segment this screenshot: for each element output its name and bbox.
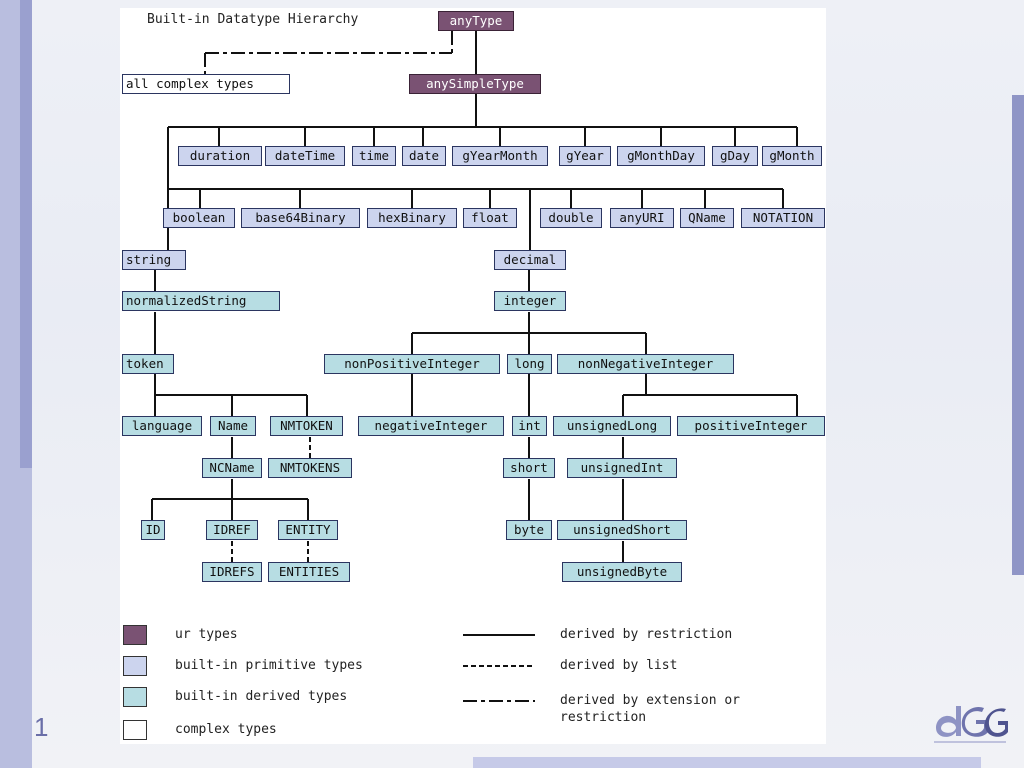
node-anySimpleType: anySimpleType: [409, 74, 541, 94]
node-duration: duration: [178, 146, 262, 166]
node-language: language: [122, 416, 202, 436]
node-short: short: [503, 458, 555, 478]
node-NMTOKENS: NMTOKENS: [268, 458, 352, 478]
node-dateTime: dateTime: [265, 146, 345, 166]
node-NMTOKEN: NMTOKEN: [270, 416, 343, 436]
node-boolean: boolean: [163, 208, 235, 228]
node-gYearMonth: gYearMonth: [452, 146, 548, 166]
node-NCName: NCName: [202, 458, 262, 478]
node-NOTATION: NOTATION: [741, 208, 825, 228]
node-token: token: [122, 354, 174, 374]
legend-label-ur: ur types: [175, 627, 238, 642]
node-IDREF: IDREF: [206, 520, 258, 540]
node-nonNegativeInteger: nonNegativeInteger: [557, 354, 734, 374]
node-gMonthDay: gMonthDay: [617, 146, 705, 166]
legend-swatch-complex: [123, 720, 147, 740]
node-ID: ID: [141, 520, 165, 540]
bottom-accent-bar: [473, 757, 981, 768]
node-decimal: decimal: [494, 250, 566, 270]
node-positiveInteger: positiveInteger: [677, 416, 825, 436]
legend-swatch-primitive: [123, 656, 147, 676]
legend-label-list: derived by list: [560, 658, 678, 673]
node-unsignedShort: unsignedShort: [557, 520, 687, 540]
diagram-panel: [120, 8, 826, 744]
legend-swatch-derived: [123, 687, 147, 707]
node-anyURI: anyURI: [610, 208, 674, 228]
node-normalizedString: normalizedString: [122, 291, 280, 311]
node-time: time: [352, 146, 396, 166]
node-negativeInteger: negativeInteger: [358, 416, 504, 436]
legend-label-extension-line2: restriction: [560, 710, 647, 725]
node-IDREFS: IDREFS: [202, 562, 262, 582]
node-date: date: [402, 146, 446, 166]
node-float: float: [463, 208, 517, 228]
node-anyType: anyType: [438, 11, 514, 31]
left-accent-bar-dark: [20, 0, 32, 468]
node-unsignedInt: unsignedInt: [567, 458, 677, 478]
dgg-logo-icon: [934, 706, 1008, 743]
node-gYear: gYear: [559, 146, 611, 166]
slide-number: 1: [34, 712, 49, 742]
node-byte: byte: [506, 520, 552, 540]
node-gMonth: gMonth: [762, 146, 822, 166]
node-nonPositiveInteger: nonPositiveInteger: [324, 354, 500, 374]
node-base64Binary: base64Binary: [241, 208, 360, 228]
node-ENTITIES: ENTITIES: [268, 562, 350, 582]
legend-label-complex: complex types: [175, 722, 277, 737]
diagram-title: Built-in Datatype Hierarchy: [147, 12, 359, 27]
legend-label-primitive: built-in primitive types: [175, 658, 363, 673]
node-integer: integer: [494, 291, 566, 311]
legend-swatch-ur: [123, 625, 147, 645]
right-accent-bar: [1012, 95, 1024, 575]
node-Name: Name: [210, 416, 256, 436]
node-unsignedLong: unsignedLong: [553, 416, 671, 436]
legend-label-derived: built-in derived types: [175, 689, 348, 704]
node-ENTITY: ENTITY: [278, 520, 338, 540]
node-string: string: [122, 250, 186, 270]
legend-label-restriction: derived by restriction: [560, 627, 733, 642]
node-unsignedByte: unsignedByte: [562, 562, 682, 582]
legend-label-extension: derived by extension or: [560, 693, 741, 708]
node-all-complex-types: all complex types: [122, 74, 290, 94]
node-long: long: [507, 354, 552, 374]
node-int: int: [512, 416, 547, 436]
node-QName: QName: [680, 208, 734, 228]
node-gDay: gDay: [712, 146, 758, 166]
node-double: double: [540, 208, 602, 228]
node-hexBinary: hexBinary: [367, 208, 457, 228]
